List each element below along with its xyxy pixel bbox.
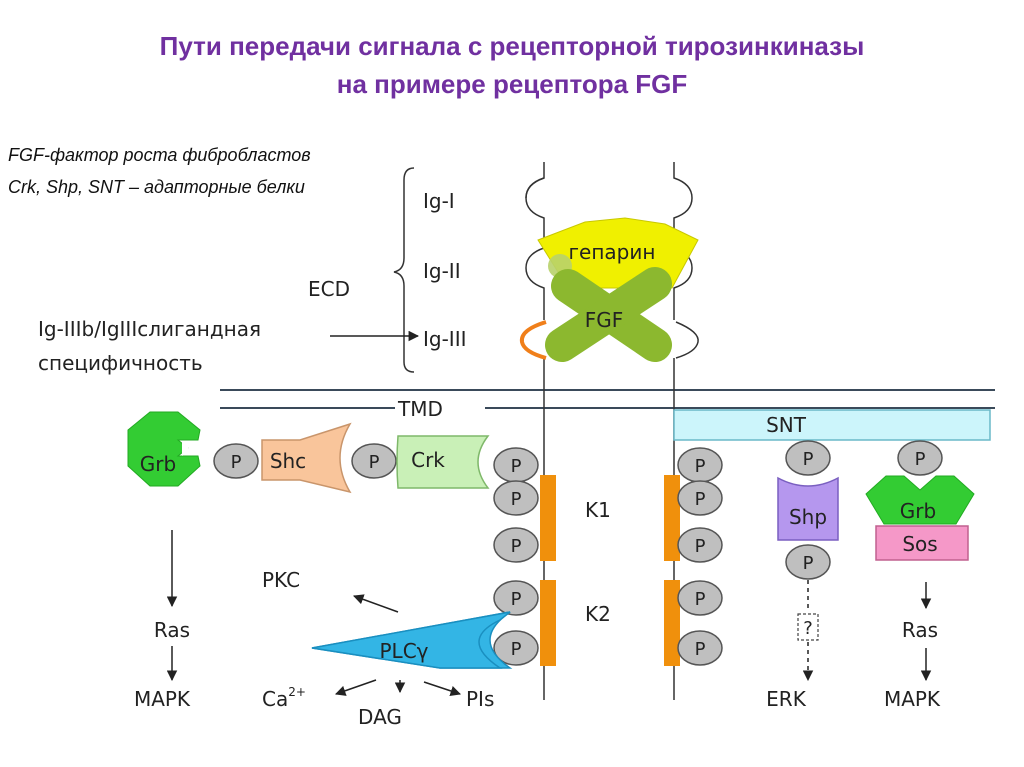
legend-adapter-definition: Crk, Shp, SNT – адапторные белки [8, 177, 305, 197]
grb-left-label: Grb [140, 452, 176, 476]
ecd-label: ECD [308, 277, 350, 301]
page-title-line-2: на примере рецептора FGF [336, 69, 688, 99]
legend-fgf-definition: FGF-фактор роста фибробластов [8, 145, 311, 165]
ig3-label: Ig-III [423, 327, 467, 351]
phospho-left-2 [493, 480, 539, 516]
phospho-label: P [915, 449, 926, 470]
tmd-label: TMD [397, 397, 443, 421]
phospho-label: P [511, 536, 522, 557]
sos-label: Sos [902, 532, 937, 556]
phospho-label: P [695, 639, 706, 660]
phospho-label: P [695, 536, 706, 557]
crk-protein [396, 435, 490, 489]
phospho-label: P [511, 639, 522, 660]
shc-protein [261, 422, 352, 494]
phospho-label: P [511, 589, 522, 610]
plc-gamma-label: PLCγ [379, 639, 428, 663]
phospho-label: P [231, 452, 242, 473]
arrow-plc-pkc [353, 594, 399, 613]
phospho-label: P [695, 589, 706, 610]
shc-label: Shc [270, 449, 306, 473]
ig3-arc [519, 320, 547, 360]
membrane [220, 389, 995, 409]
sos-protein [875, 525, 969, 561]
phospho-label: P [511, 456, 522, 477]
crk-label: Crk [411, 448, 445, 472]
heparin-label: гепарин [569, 240, 656, 264]
kinase-k2-right [664, 580, 680, 666]
fgf-ligand [545, 267, 672, 362]
phospho-shc-crk [351, 443, 397, 479]
arrow-plc-ca [335, 679, 377, 696]
kinase-k1-left [540, 475, 556, 561]
phospho-right-5 [677, 630, 723, 666]
unknown-label: ? [803, 618, 813, 639]
ig2-label: Ig-II [423, 259, 461, 283]
phospho-snt-grb [897, 440, 943, 476]
phospho-label: P [511, 489, 522, 510]
grb-right-label: Grb [900, 499, 936, 523]
ras-right-label: Ras [902, 618, 938, 642]
pkc-label: PKC [262, 568, 300, 592]
kinase-k1-right [664, 475, 680, 561]
phospho-left-4 [493, 580, 539, 616]
phospho-label: P [803, 449, 814, 470]
phospho-snt-shp [785, 440, 831, 476]
phospho-label: P [803, 553, 814, 574]
pis-label: PIs [466, 687, 494, 711]
page-title-line-1: Пути передачи сигнала с рецепторной тиро… [159, 31, 865, 61]
phospho-grb-shc [213, 443, 259, 479]
phospho-left-5 [493, 630, 539, 666]
k1-label: K1 [585, 498, 611, 522]
kinase-k2-left [540, 580, 556, 666]
specificity-label-line-2: специфичность [38, 351, 203, 375]
dag-label: DAG [358, 705, 402, 729]
snt-protein [673, 409, 991, 441]
erk-label: ERK [766, 687, 807, 711]
shp-protein [777, 476, 839, 541]
grb-right [865, 475, 975, 525]
phospho-shp [785, 544, 831, 580]
snt-label: SNT [766, 413, 807, 437]
ras-left-label: Ras [154, 618, 190, 642]
mapk-left-label: MAPK [134, 687, 191, 711]
phospho-label: P [695, 489, 706, 510]
ig1-label: Ig-I [423, 189, 455, 213]
phospho-right-2 [677, 480, 723, 516]
arrow-plc-pis [423, 681, 461, 696]
mapk-right-label: MAPK [884, 687, 941, 711]
k2-label: K2 [585, 602, 611, 626]
phospho-right-3 [677, 527, 723, 563]
specificity-label-line-1: Ig-IIIb/IgIIIслигандная [38, 317, 261, 341]
phospho-label: P [369, 452, 380, 473]
phospho-label: P [695, 456, 706, 477]
ca-label: Ca2+ [262, 685, 306, 711]
unknown-intermediate [797, 613, 819, 641]
ecd-brace [393, 167, 415, 373]
shp-label: Shp [789, 505, 827, 529]
phospho-right-4 [677, 580, 723, 616]
fgf-label: FGF [585, 308, 624, 332]
phospho-left-3 [493, 527, 539, 563]
